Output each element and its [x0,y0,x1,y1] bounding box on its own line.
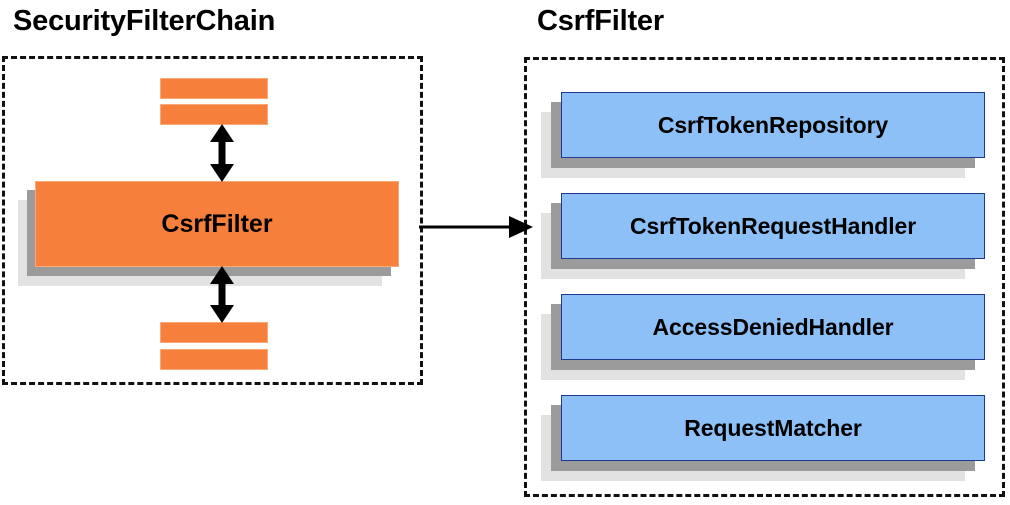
csrf-filter-title: CsrfFilter [537,5,664,37]
filter-bar-below-1 [160,322,268,343]
csrf-filter-collaborators-container [524,57,1005,497]
csrf-filter-node[interactable]: CsrfFilter [35,181,399,267]
filter-bar-below-2 [160,349,268,370]
collaborator-request-matcher[interactable]: RequestMatcher [561,395,985,461]
bidirectional-arrow-up [207,124,237,182]
filter-bar-above-2 [160,104,268,125]
collaborator-access-denied-handler[interactable]: AccessDeniedHandler [561,294,985,360]
connector-arrow-right [419,212,533,242]
collaborator-csrf-token-repository[interactable]: CsrfTokenRepository [561,92,985,158]
filter-bar-above-1 [160,78,268,99]
security-filter-chain-title: SecurityFilterChain [13,5,276,37]
bidirectional-arrow-down [207,266,237,323]
collaborator-csrf-token-request-handler[interactable]: CsrfTokenRequestHandler [561,193,985,259]
security-filter-chain-container [2,56,423,385]
